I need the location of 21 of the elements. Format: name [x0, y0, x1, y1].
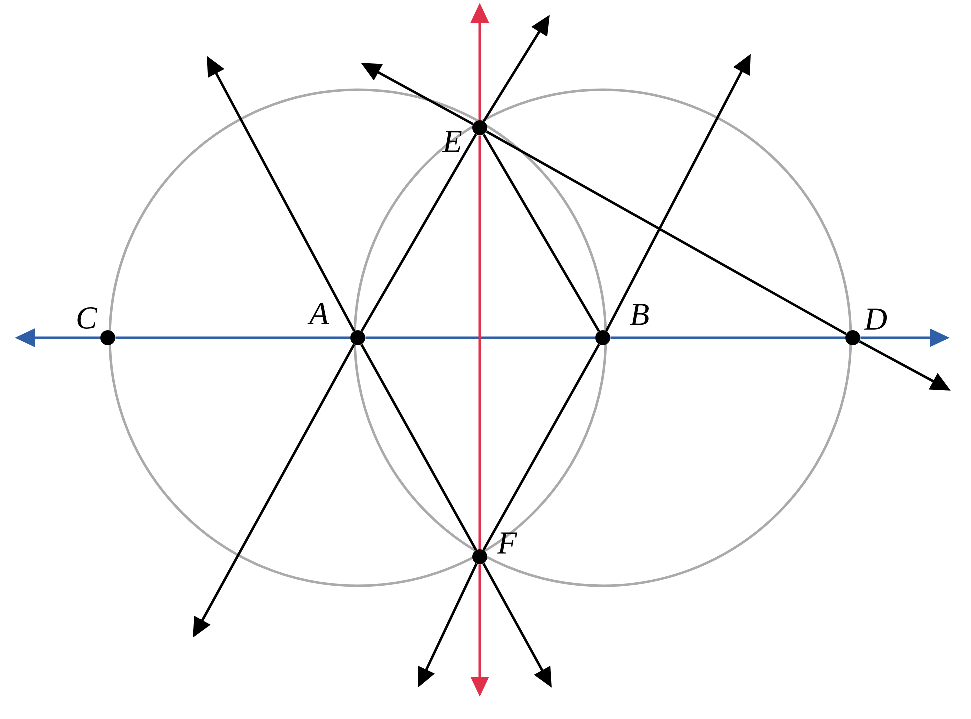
point: C: [78, 308, 116, 346]
node-label: C: [78, 307, 98, 329]
line-segment: [116, 336, 350, 340]
node-label: B: [630, 304, 649, 326]
line-segment: [478, 136, 482, 550]
node-label: D: [864, 308, 888, 330]
line-segment: [360, 134, 478, 332]
point: E: [442, 120, 488, 152]
point: A: [308, 303, 366, 346]
point: B: [596, 304, 649, 346]
node-label: E: [442, 131, 462, 152]
point: D: [846, 308, 888, 346]
line-segment: [482, 344, 600, 551]
node-label: A: [308, 303, 330, 324]
line-segment: [486, 130, 847, 336]
node-label: F: [497, 532, 518, 554]
line-segment: [610, 336, 846, 340]
line-segment: [482, 134, 600, 332]
line-segment: [360, 344, 478, 551]
line-segment: [366, 336, 596, 340]
point: F: [472, 532, 518, 564]
